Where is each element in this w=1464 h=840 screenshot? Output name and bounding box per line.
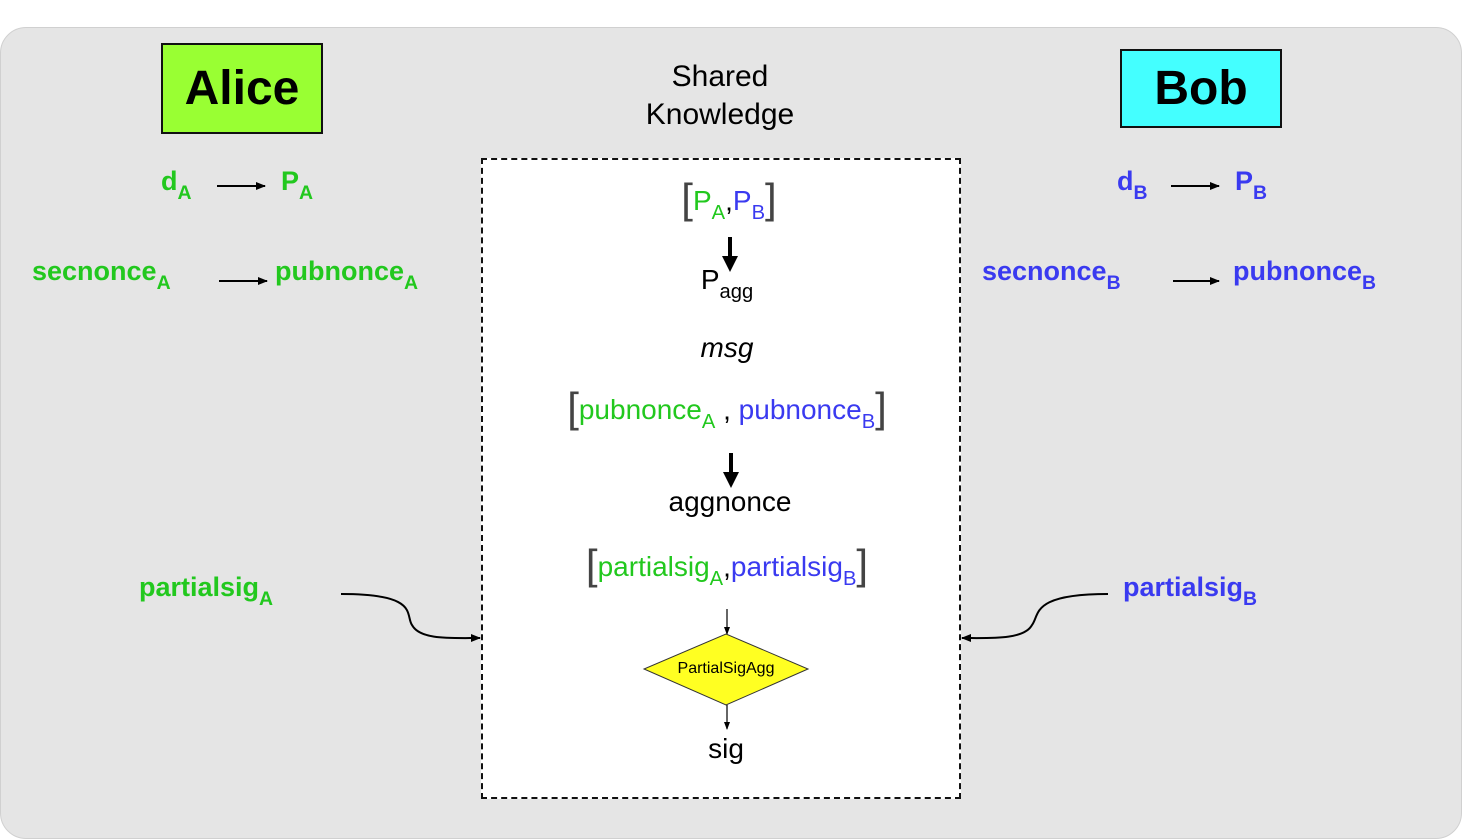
bob-public-key: PB: [1235, 166, 1268, 204]
nonce-agg-arrow: [723, 453, 739, 488]
alice-partialsig: partialsigA: [139, 572, 274, 610]
pubkey-agg-arrow: [722, 237, 738, 272]
bob-secnonce: secnonceB: [982, 256, 1121, 294]
partialsig-list: [partialsigA,partialsigB]: [585, 541, 869, 591]
alice-pubnonce: pubnonceA: [275, 256, 419, 294]
alice-secnonce: secnonceA: [32, 256, 171, 294]
bob-name: Bob: [1154, 62, 1248, 115]
aggnonce: aggnonce: [668, 486, 792, 517]
partialsigagg-label: PartialSigAgg: [677, 660, 775, 677]
bob-partialsig-arrow: [961, 593, 1109, 643]
bob-partialsig: partialsigB: [1123, 572, 1258, 610]
pubkey-list: [PA,PB]: [681, 175, 777, 225]
bob-label-box: Bob: [1120, 49, 1282, 128]
alice-partialsig-arrow: [340, 593, 481, 643]
final-signature: sig: [708, 733, 744, 764]
message: msg: [700, 332, 754, 363]
aggregate-pubkey: Pagg: [700, 264, 754, 304]
alice-label-box: Alice: [161, 43, 323, 134]
partialsigagg-diamond: [642, 633, 810, 706]
bob-pubnonce: pubnonceB: [1233, 256, 1377, 294]
alice-public-key: PA: [281, 166, 314, 204]
alice-name: Alice: [184, 62, 300, 115]
bob-private-key: dB: [1117, 166, 1148, 204]
pubnonce-list: [pubnonceA , pubnonceB]: [567, 384, 887, 434]
alice-private-key: dA: [161, 166, 192, 204]
shared-knowledge-title: Shared Knowledge: [645, 60, 795, 131]
